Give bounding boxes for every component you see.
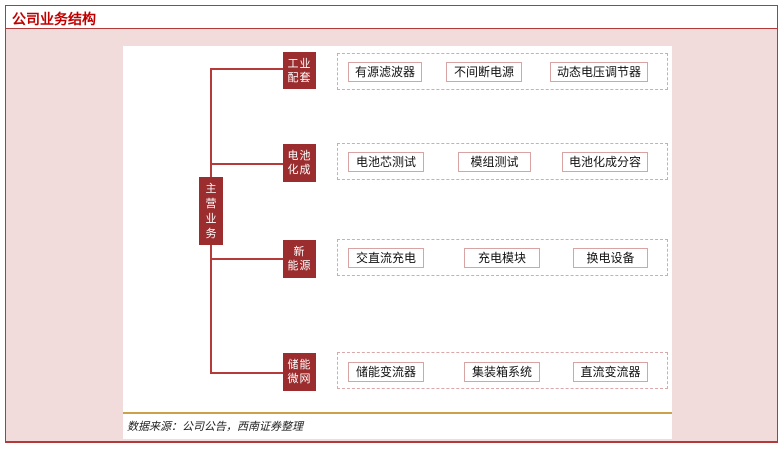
branch-line-1 (210, 68, 283, 70)
group-box-industrial (337, 53, 668, 90)
item-pcs: 储能变流器 (348, 362, 424, 382)
item-cell-test: 电池芯测试 (348, 152, 424, 172)
branch-node-storage: 储能 微网 (283, 353, 316, 391)
group-box-battery (337, 143, 668, 180)
item-container-system: 集装箱系统 (464, 362, 540, 382)
item-module-test: 模组测试 (458, 152, 531, 172)
item-ups: 不间断电源 (446, 62, 522, 82)
figure-title: 公司业务结构 (12, 12, 96, 28)
item-battery-swap: 换电设备 (573, 248, 648, 268)
branch-line-3 (210, 258, 283, 260)
branch-node-battery: 电池 化成 (283, 144, 316, 182)
frame-bottom-rule (6, 441, 777, 442)
item-charging-module: 充电模块 (464, 248, 540, 268)
branch-node-industrial: 工业 配套 (283, 52, 316, 89)
group-box-new-energy (337, 239, 668, 276)
branch-line-2 (210, 163, 283, 165)
source-divider (123, 412, 672, 414)
diagram-panel: 主 营 业 务 工业 配套 电池 化成 新 能源 储能 微网 有源滤波器 不间断… (123, 46, 672, 439)
branch-node-new-energy: 新 能源 (283, 240, 316, 278)
branch-line-4 (210, 372, 283, 374)
title-bar: 公司业务结构 (6, 6, 777, 29)
item-acdc-charging: 交直流充电 (348, 248, 424, 268)
group-box-storage (337, 352, 668, 389)
source-note: 数据来源：公司公告，西南证券整理 (127, 420, 303, 433)
root-node-main-business: 主 营 业 务 (199, 177, 223, 245)
item-active-filter: 有源滤波器 (348, 62, 422, 82)
item-dvr: 动态电压调节器 (550, 62, 648, 82)
item-dc-converter: 直流变流器 (573, 362, 648, 382)
figure-frame: 公司业务结构 主 营 业 务 工业 配套 电池 化成 新 能源 储能 微网 有源… (5, 5, 778, 443)
item-formation: 电池化成分容 (562, 152, 648, 172)
